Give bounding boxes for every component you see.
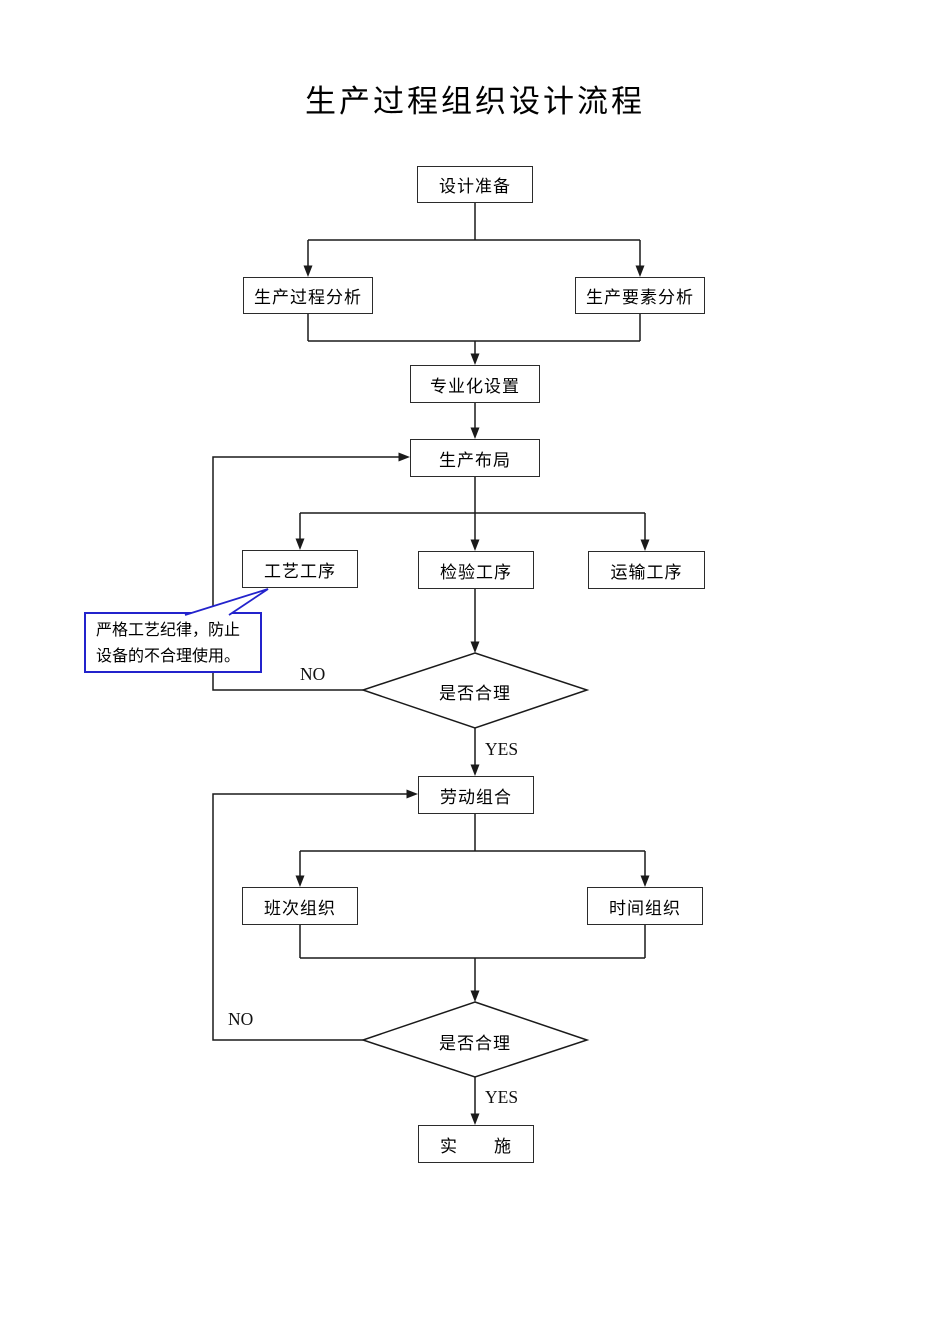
arrowheads [295,265,650,1125]
decision-2-label: 是否合理 [439,1034,511,1053]
node-production-layout: 生产布局 [410,439,540,477]
arrowhead [295,875,305,887]
arrowhead [470,1113,480,1125]
arrowhead [470,764,480,776]
decision-diamonds [360,652,590,1078]
node-time-organization: 时间组织 [587,887,703,925]
decision-1-label: 是否合理 [439,684,511,703]
arrowhead [470,427,480,439]
page-title: 生产过程组织设计流程 [305,84,645,119]
no-feedback-loop-2 [212,793,407,1041]
edge-label-yes-2: YES [485,1087,519,1107]
callout-text-line2: 设备的不合理使用。 [96,648,241,665]
node-factor-analysis: 生产要素分析 [575,277,705,314]
node-labor-combination: 劳动组合 [418,776,534,814]
edge-label-yes-1: YES [485,739,519,759]
node-inspection-process: 检验工序 [418,551,534,589]
arrowhead [295,538,305,550]
edge-label-no-2: NO [228,1009,254,1029]
node-implementation: 实 施 [418,1125,534,1163]
node-shift-organization: 班次组织 [242,887,358,925]
edge-label-no-1: NO [300,664,326,684]
arrowhead [470,990,480,1002]
node-craft-process: 工艺工序 [242,550,358,588]
arrowhead [470,641,480,653]
connector-lines [212,202,646,1114]
annotation-callout: 严格工艺纪律，防止 设备的不合理使用。 [84,612,262,673]
no-feedback-loop-1 [212,456,399,691]
main-flow-lines [299,202,646,1114]
decision-diamond-2 [360,1001,590,1078]
arrowhead [303,265,313,277]
node-design-prep: 设计准备 [417,166,533,203]
node-transport-process: 运输工序 [588,551,705,589]
node-specialization: 专业化设置 [410,365,540,403]
arrowhead [640,539,650,551]
arrowhead [398,452,410,462]
decision-diamond-1 [360,652,590,729]
arrowhead [635,265,645,277]
arrowhead [640,875,650,887]
arrowhead [406,789,418,799]
arrowhead [470,353,480,365]
callout-text-line1: 严格工艺纪律，防止 [96,622,241,639]
node-process-analysis: 生产过程分析 [243,277,373,314]
arrowhead [470,539,480,551]
